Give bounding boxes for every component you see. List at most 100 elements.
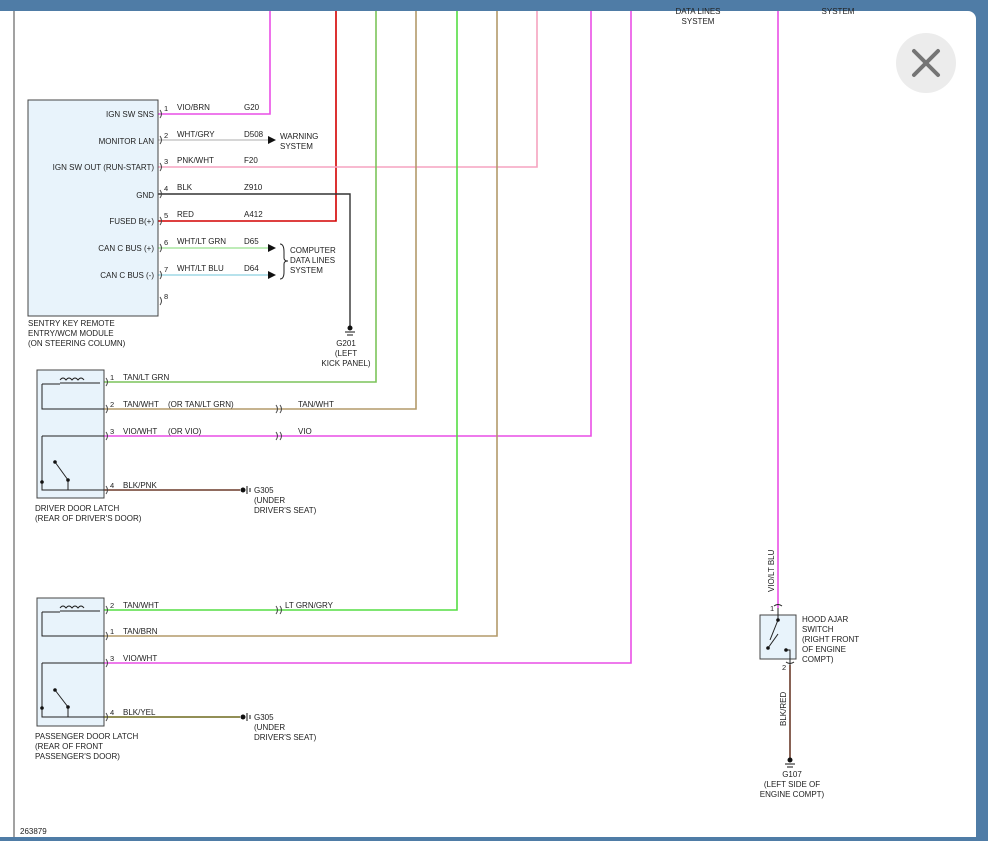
top-label-system: SYSTEM	[682, 17, 715, 26]
wire-color-label: TAN/LT GRN	[123, 373, 169, 382]
wire-tan-brn	[104, 11, 498, 637]
wire-blk	[158, 193, 351, 326]
component-name: SWITCH	[802, 625, 834, 634]
wire-color-label: TAN/WHT	[123, 400, 159, 409]
pin-number: 5	[164, 211, 168, 220]
wire-color-label: LT GRN/GRY	[285, 601, 334, 610]
component-name: HOOD AJAR	[802, 615, 848, 624]
module-name: ENTRY/WCM MODULE	[28, 329, 114, 338]
wire-tan-lt-grn	[104, 11, 377, 383]
component-name: (REAR OF DRIVER'S DOOR)	[35, 514, 142, 523]
component-name: PASSENGER'S DOOR)	[35, 752, 120, 761]
wire-color-label: TAN/BRN	[123, 627, 158, 636]
arrow-can-plus	[268, 244, 276, 252]
wire-vio-wht-driver	[104, 11, 592, 437]
circuit-label: A412	[244, 210, 263, 219]
module-name: (ON STEERING COLUMN)	[28, 339, 126, 348]
wire-alt-color-label: (OR VIO)	[168, 427, 202, 436]
wire-color-label: RED	[177, 210, 194, 219]
component-name: COMPT)	[802, 655, 834, 664]
wire-color-label: PNK/WHT	[177, 156, 214, 165]
pin-label-ign-sw-sns: IGN SW SNS	[106, 110, 154, 119]
wire-lt-grn-gry	[104, 11, 458, 611]
window-bottom-bar	[0, 837, 988, 841]
wire-red	[158, 11, 337, 222]
wire-color-label: WHT/LT BLU	[177, 264, 224, 273]
wire-color-label: VIO/WHT	[123, 654, 157, 663]
ground-location: (LEFT SIDE OF	[764, 780, 820, 789]
ground-id: G305	[254, 713, 274, 722]
switch-contact	[40, 480, 44, 484]
pin-number: 1	[770, 604, 774, 613]
ground-location: DRIVER'S SEAT)	[254, 733, 317, 742]
component-name: OF ENGINE	[802, 645, 846, 654]
pin-number: 7	[164, 265, 168, 274]
pin-number: 1	[110, 373, 114, 382]
coil-symbol	[59, 377, 85, 381]
pin-label-can-c-plus: CAN C BUS (+)	[98, 244, 154, 253]
wire-vio-wht-passenger	[104, 11, 632, 664]
wire-color-label: BLK/YEL	[123, 708, 156, 717]
ground-location: (UNDER	[254, 496, 285, 505]
wire-color-label: TAN/WHT	[123, 601, 159, 610]
pin-number: 4	[110, 708, 114, 717]
pin-number: 2	[782, 663, 786, 672]
ground-id: G107	[782, 770, 802, 779]
pin-label-fused-b: FUSED B(+)	[109, 217, 154, 226]
switch-contact	[53, 688, 57, 692]
close-button[interactable]	[896, 33, 956, 93]
ground-location: (LEFT	[335, 349, 357, 358]
wire-pnk-wht	[158, 11, 538, 168]
switch-contact	[784, 648, 788, 652]
pin-label-gnd: GND	[136, 191, 154, 200]
ground-symbol-g107	[785, 757, 795, 768]
ground-id: G201	[336, 339, 356, 348]
ground-location: (UNDER	[254, 723, 285, 732]
wire-color-label: WHT/LT GRN	[177, 237, 226, 246]
module-name: SENTRY KEY REMOTE	[28, 319, 115, 328]
arrow-warning	[268, 136, 276, 144]
switch-contact	[53, 460, 57, 464]
pin-number: 1	[164, 104, 168, 113]
wire-tan-wht-driver	[104, 11, 417, 410]
pin-number: 4	[164, 184, 168, 193]
pin-number: 2	[164, 131, 168, 140]
wire-color-label: BLK	[177, 183, 193, 192]
ground-symbol-g201	[345, 325, 355, 336]
component-name: PASSENGER DOOR LATCH	[35, 732, 139, 741]
switch-contact	[776, 618, 780, 622]
pin-number: 2	[110, 601, 114, 610]
ground-location: ENGINE COMPT)	[760, 790, 825, 799]
wcm-module-box	[27, 99, 159, 317]
ground-symbol-g305	[240, 486, 251, 494]
warning-system-label: SYSTEM	[280, 142, 313, 151]
computer-data-label: COMPUTER	[290, 246, 336, 255]
wire-color-label: VIO/LT BLU	[767, 549, 776, 592]
pin-number: 6	[164, 238, 168, 247]
switch-contact	[66, 705, 70, 709]
switch-contact	[66, 478, 70, 482]
wire-color-label: WHT/GRY	[177, 130, 215, 139]
computer-data-label: DATA LINES	[290, 256, 335, 265]
wire-color-label: BLK/PNK	[123, 481, 157, 490]
pin-number: 4	[110, 481, 114, 490]
ground-location: KICK PANEL)	[321, 359, 371, 368]
diagram-sheet	[0, 11, 976, 837]
circuit-label: D64	[244, 264, 259, 273]
top-label-system-right: SYSTEM	[822, 7, 855, 16]
pin-label-monitor-lan: MONITOR LAN	[99, 137, 155, 146]
circuit-label: F20	[244, 156, 258, 165]
brace-computer-data	[279, 243, 289, 280]
wire-alt-color-label: (OR TAN/LT GRN)	[168, 400, 234, 409]
wire-color-label: VIO	[298, 427, 312, 436]
component-name: DRIVER DOOR LATCH	[35, 504, 120, 513]
figure-number: 263879	[20, 827, 47, 836]
wire-vio-brn	[158, 11, 271, 115]
wire-color-label: TAN/WHT	[298, 400, 334, 409]
driver-latch-box	[36, 369, 105, 499]
warning-system-label: WARNING	[280, 132, 318, 141]
ground-location: DRIVER'S SEAT)	[254, 506, 317, 515]
pin-number: 3	[110, 427, 114, 436]
circuit-label: D65	[244, 237, 259, 246]
